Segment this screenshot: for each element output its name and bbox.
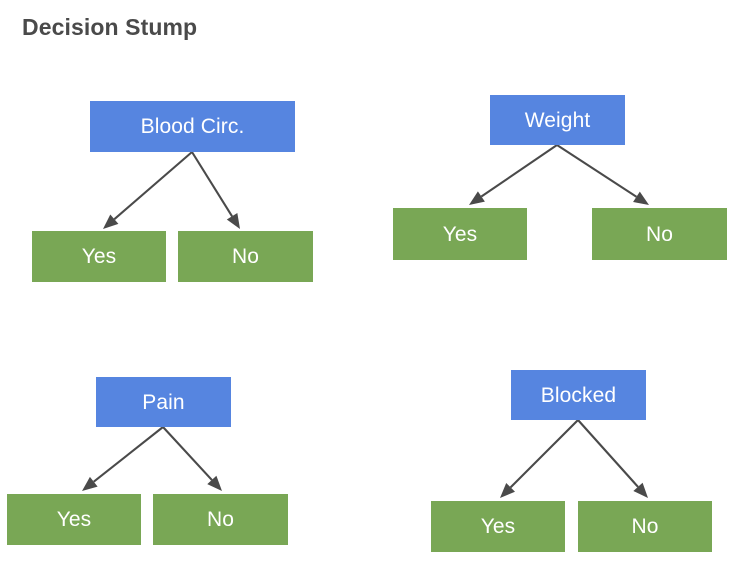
node-label: Weight xyxy=(524,108,591,132)
arrowhead-icon xyxy=(207,475,222,491)
tree-weight-edge-to-no xyxy=(556,144,649,205)
tree-pain-leaf-yes: Yes xyxy=(7,494,141,545)
tree-weight-leaf-no: No xyxy=(592,208,727,260)
arrowhead-icon xyxy=(469,191,485,205)
node-label: Yes xyxy=(442,222,478,246)
tree-weight-leaf-yes: Yes xyxy=(393,208,527,260)
tree-pain-leaf-no: No xyxy=(153,494,288,545)
tree-blocked-root-node: Blocked xyxy=(511,370,646,420)
tree-pain-edge-to-no xyxy=(162,426,222,491)
arrowhead-icon xyxy=(226,212,240,229)
tree-weight-edge-to-yes xyxy=(469,144,558,205)
node-label: No xyxy=(206,508,235,531)
tree-pain-root-node: Pain xyxy=(96,377,231,427)
tree-blocked-leaf-yes: Yes xyxy=(431,501,565,552)
tree-blood-circ-leaf-no: No xyxy=(178,231,313,282)
arrowhead-icon xyxy=(500,483,515,498)
node-label: No xyxy=(645,222,674,246)
arrowhead-icon xyxy=(633,191,649,205)
tree-blood-circ-leaf-yes: Yes xyxy=(32,231,166,282)
arrowhead-icon xyxy=(633,482,648,498)
tree-weight-root-node: Weight xyxy=(490,95,625,145)
tree-blood-circ-edge-to-yes xyxy=(103,151,193,229)
node-label: Yes xyxy=(56,508,92,531)
arrowhead-icon xyxy=(103,214,119,229)
node-label: Yes xyxy=(81,245,117,268)
tree-blocked-edge-to-yes xyxy=(500,419,579,498)
node-label: No xyxy=(231,245,260,268)
node-label: Pain xyxy=(142,390,185,414)
arrowhead-icon xyxy=(82,476,98,491)
tree-blood-circ-edge-to-no xyxy=(191,151,240,229)
tree-blocked-edge-to-no xyxy=(577,419,648,498)
node-label: Yes xyxy=(480,515,516,538)
tree-blood-circ-root-node: Blood Circ. xyxy=(90,101,295,152)
node-label: Blood Circ. xyxy=(140,115,245,138)
node-label: No xyxy=(631,515,659,538)
node-label: Blocked xyxy=(540,383,617,407)
page-title: Decision Stump xyxy=(22,14,198,40)
tree-blocked-leaf-no: No xyxy=(578,501,712,552)
tree-pain-edge-to-yes xyxy=(82,426,164,491)
